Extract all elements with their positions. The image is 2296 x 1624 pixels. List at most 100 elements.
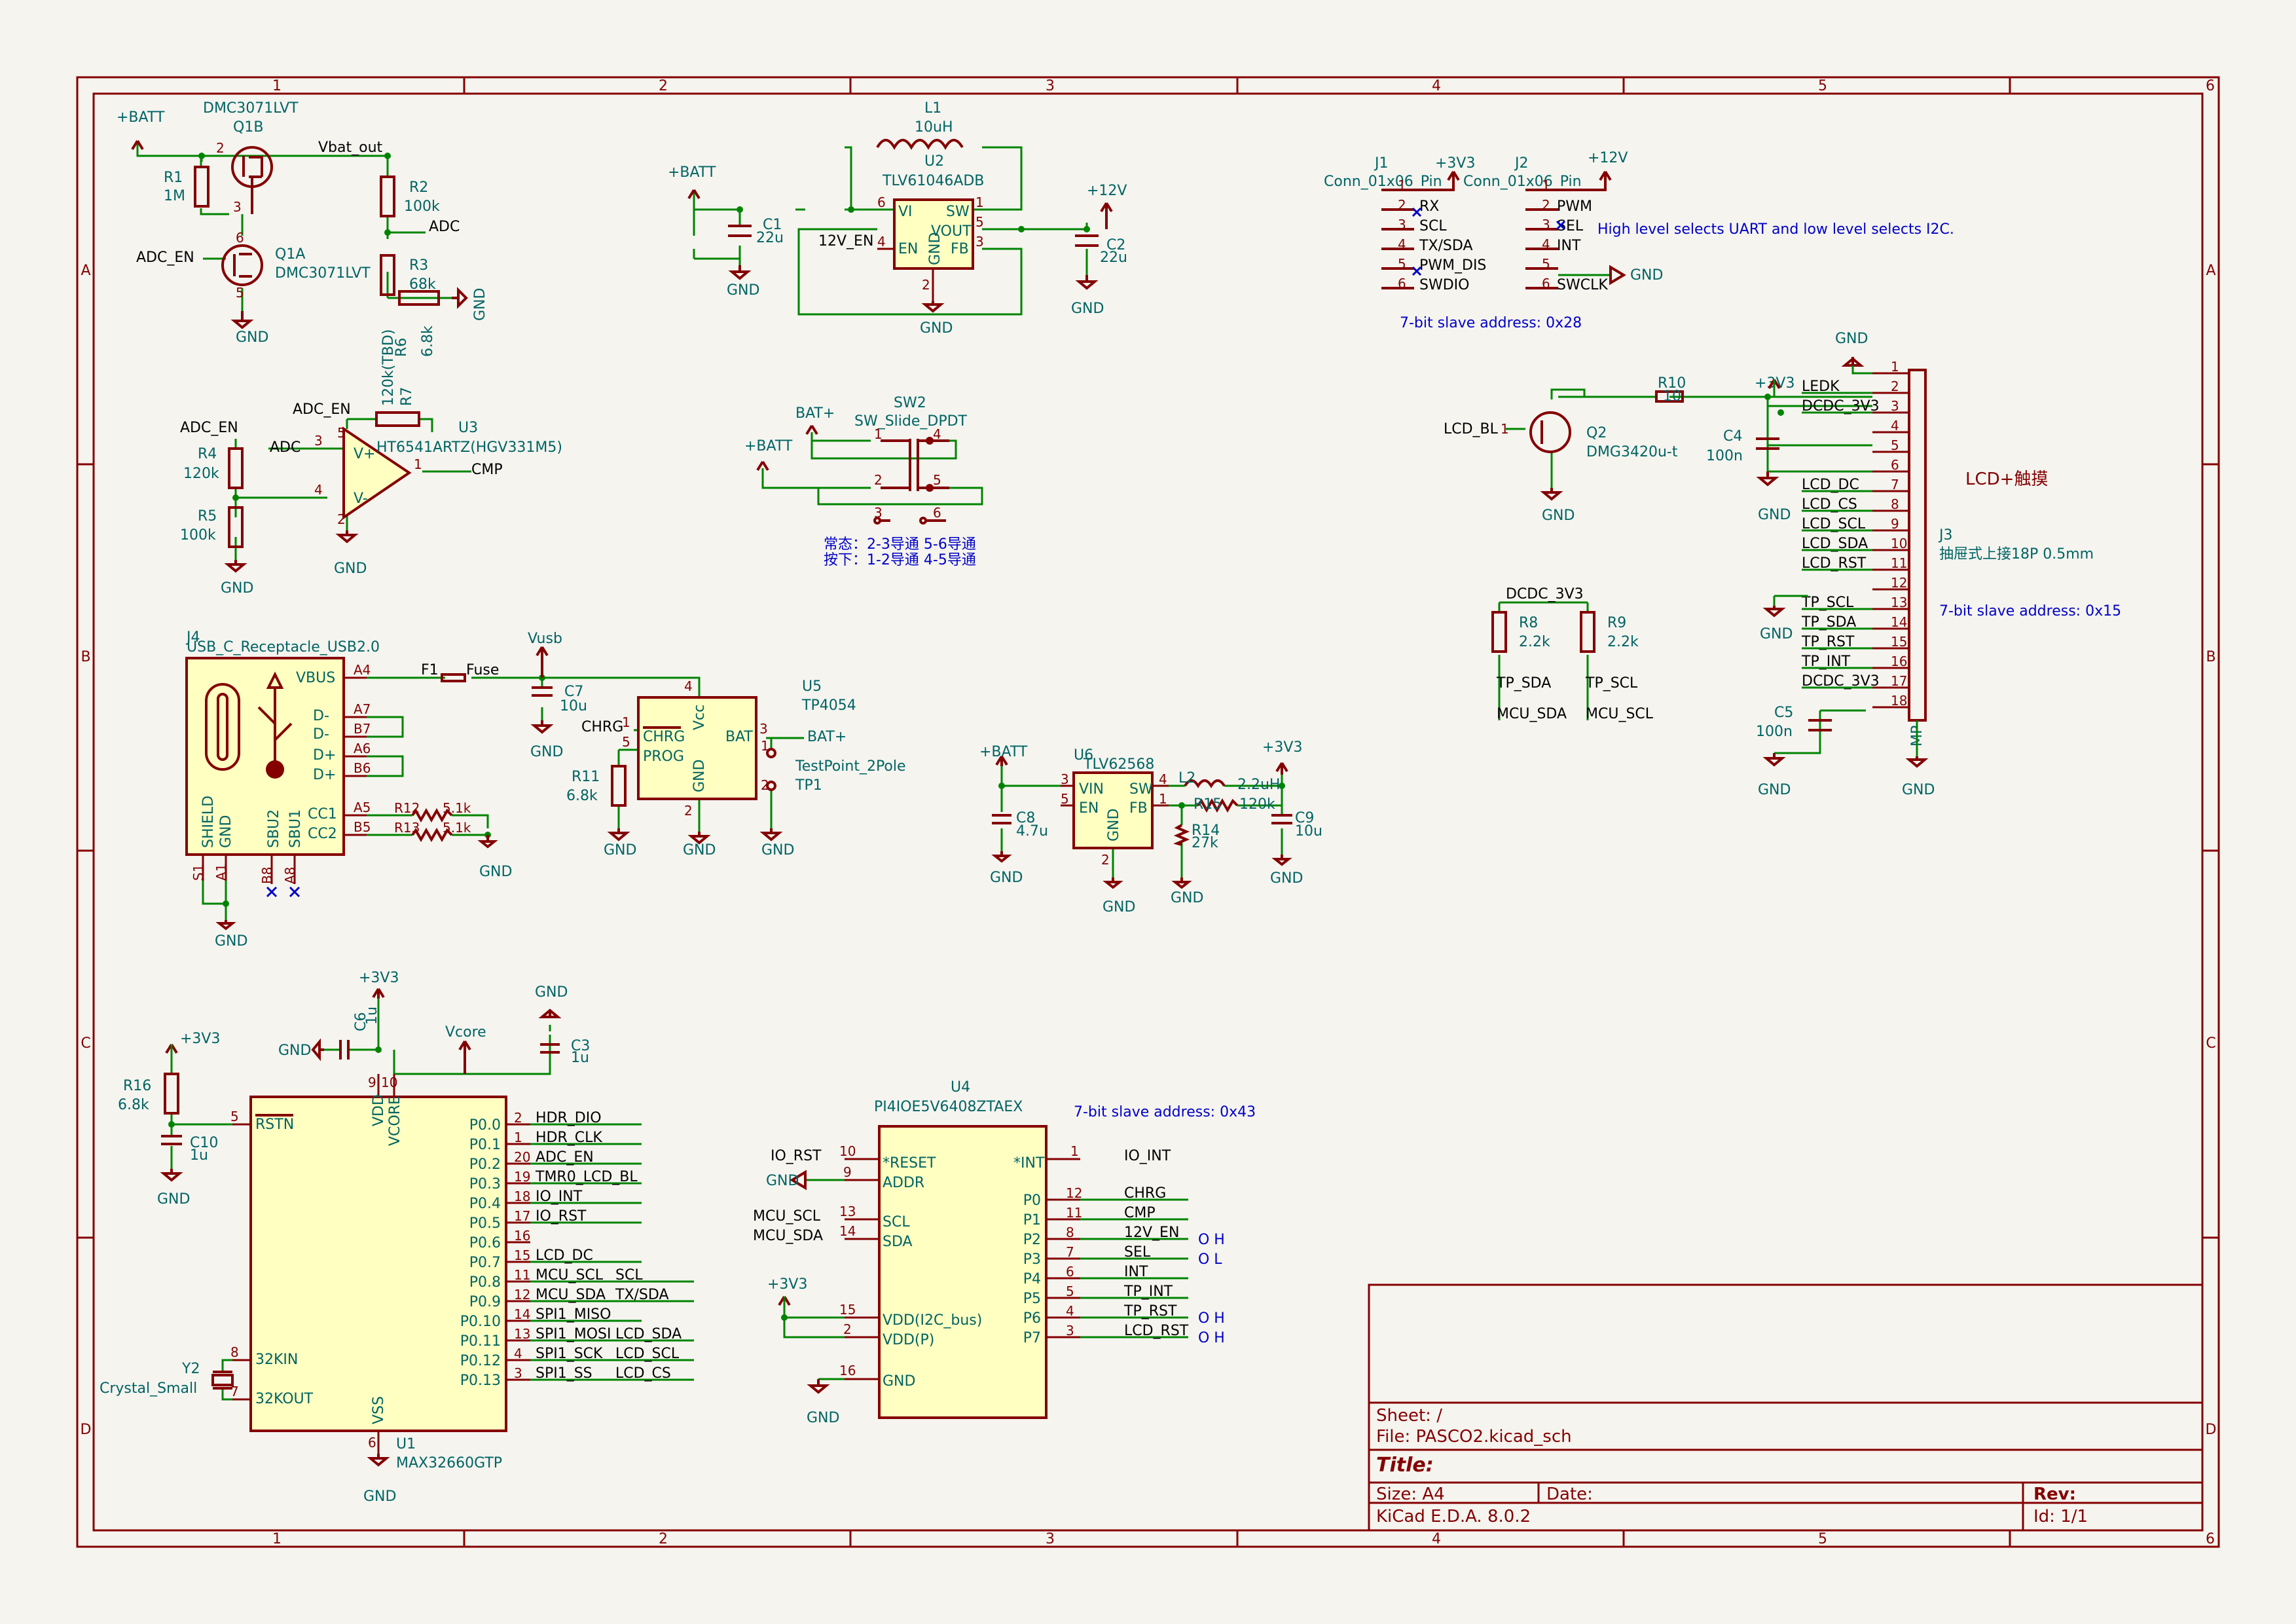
ref-label: R13 xyxy=(394,820,420,836)
power-symbol xyxy=(1414,170,1460,191)
net-label: TP_SDA xyxy=(1496,675,1551,692)
gnd-symbol xyxy=(477,835,498,849)
pin-number: 2 xyxy=(874,472,883,488)
value-label: 6.8k xyxy=(566,788,598,804)
net-label: MCU_SDA xyxy=(753,1228,823,1244)
pin-number: 11 xyxy=(514,1267,530,1283)
capacitor-c7 xyxy=(532,686,553,697)
pin-label: SW xyxy=(1129,781,1153,798)
row-label: A xyxy=(81,263,90,279)
pin-label: D- xyxy=(313,726,329,743)
net-label: GND xyxy=(221,580,253,597)
pin-label: RSTN xyxy=(255,1116,294,1133)
pin-number: 7 xyxy=(230,1384,239,1399)
ref-label: J1 xyxy=(1374,155,1389,172)
net-label: SPI1_SCK xyxy=(536,1346,603,1362)
pin-label: P0.3 xyxy=(469,1176,501,1192)
value-label: 4.7u xyxy=(1016,823,1048,840)
net-label: GND xyxy=(215,933,247,950)
pin-number: 4 xyxy=(684,678,693,694)
pin-number: 6 xyxy=(1398,276,1406,291)
ref-label: U5 xyxy=(802,678,822,695)
pin-number: B8 xyxy=(259,867,275,884)
pin-label: D+ xyxy=(313,747,336,764)
row-label: C xyxy=(2206,1035,2215,1052)
pin-number: 4 xyxy=(933,426,941,442)
resistor-r1 xyxy=(194,166,210,208)
pin-label: P0.4 xyxy=(469,1196,501,1212)
ref-label: SW2 xyxy=(894,395,926,411)
ref-label: Q1B xyxy=(233,119,263,136)
resistor-r2 xyxy=(380,175,395,217)
net-label: GND xyxy=(1102,899,1135,915)
annotation: 7-bit slave address: 0x28 xyxy=(1400,315,1582,331)
col-label: 2 xyxy=(659,1531,668,1547)
net-label: TP_SCL xyxy=(1585,675,1638,692)
ref-label: U1 xyxy=(396,1436,416,1452)
j3-pins: 12LEDK3DCDC_3V34567LCD_DC8LCD_CS9LCD_SCL… xyxy=(1801,359,1909,709)
pin-number: B6 xyxy=(354,760,371,776)
pin-label: SDA xyxy=(883,1234,913,1250)
value-label: 10uH xyxy=(915,119,953,136)
row-label: B xyxy=(2206,649,2215,665)
gnd-symbol xyxy=(790,1170,807,1190)
pin-label: P0.0 xyxy=(469,1117,501,1134)
ic-u6 xyxy=(1072,771,1154,849)
usb-c-icon xyxy=(205,683,240,771)
net-label: ADC_EN xyxy=(536,1149,594,1166)
row-label: C xyxy=(81,1035,90,1052)
pin-label: SBU1 xyxy=(287,809,304,848)
ref-label: J4 xyxy=(185,629,200,646)
capacitor-c4 xyxy=(1756,437,1779,450)
resistor-r7 xyxy=(375,411,420,427)
power-symbol xyxy=(1100,202,1113,229)
net-label: GND xyxy=(530,744,563,760)
ref-label: R14 xyxy=(1192,822,1220,839)
opamp-u3 xyxy=(342,426,412,520)
capacitor-c3 xyxy=(538,1008,562,1054)
usb-c-body xyxy=(185,657,345,856)
pin-label: PROG xyxy=(643,748,684,765)
value-label: 6.8k xyxy=(118,1097,149,1113)
gnd-symbol xyxy=(1905,756,1929,768)
ref-label: R8 xyxy=(1519,615,1538,631)
pin-number: 10 xyxy=(381,1075,397,1090)
ref-label: R2 xyxy=(409,179,428,196)
pin-number: A8 xyxy=(282,867,298,884)
pin-number: 9 xyxy=(843,1164,852,1180)
pin-number: 11 xyxy=(1066,1205,1082,1221)
pin-number: 15 xyxy=(1891,634,1907,650)
capacitor-c2 xyxy=(1075,234,1099,247)
pin-number: 9 xyxy=(1891,516,1899,532)
net-label: +BATT xyxy=(744,438,793,454)
col-label: 3 xyxy=(1046,1531,1055,1547)
net-label: CHRG xyxy=(581,719,623,735)
pin-label: V+ xyxy=(354,446,375,462)
part-label: Crystal_Small xyxy=(100,1380,197,1397)
connector-pins xyxy=(1381,189,1414,289)
power-symbol xyxy=(756,460,769,471)
capacitor-c1 xyxy=(728,225,752,237)
pin-number: 5 xyxy=(1398,256,1406,272)
pin-number: 18 xyxy=(514,1189,530,1204)
net-label: GND xyxy=(1542,507,1575,524)
pin-label: VCORE xyxy=(387,1096,403,1146)
value-label: 22u xyxy=(756,230,784,246)
ref-label: R4 xyxy=(198,446,217,462)
resistors-r12-r13 xyxy=(411,807,453,843)
net-label: GND xyxy=(363,1488,396,1505)
net-label: Vbat_out xyxy=(318,139,383,156)
net-label: HDR_CLK xyxy=(536,1130,602,1146)
net-label: IO_INT xyxy=(536,1189,583,1205)
ref-label: +3V3 xyxy=(180,1031,220,1047)
ref-label: U6 xyxy=(1074,747,1093,764)
pin-number: 4 xyxy=(1066,1303,1074,1319)
pin-label: FB xyxy=(1129,800,1148,817)
pin-label: P0.11 xyxy=(460,1333,501,1350)
net-label: MCU_SCL xyxy=(1586,706,1654,722)
pin-number: 7 xyxy=(1891,477,1899,492)
net-label: LCD_RST xyxy=(1124,1323,1189,1339)
value-label: 2.2k xyxy=(1519,634,1550,650)
value-label: 10u xyxy=(560,698,587,714)
part-label: DMC3071LVT xyxy=(203,100,299,117)
